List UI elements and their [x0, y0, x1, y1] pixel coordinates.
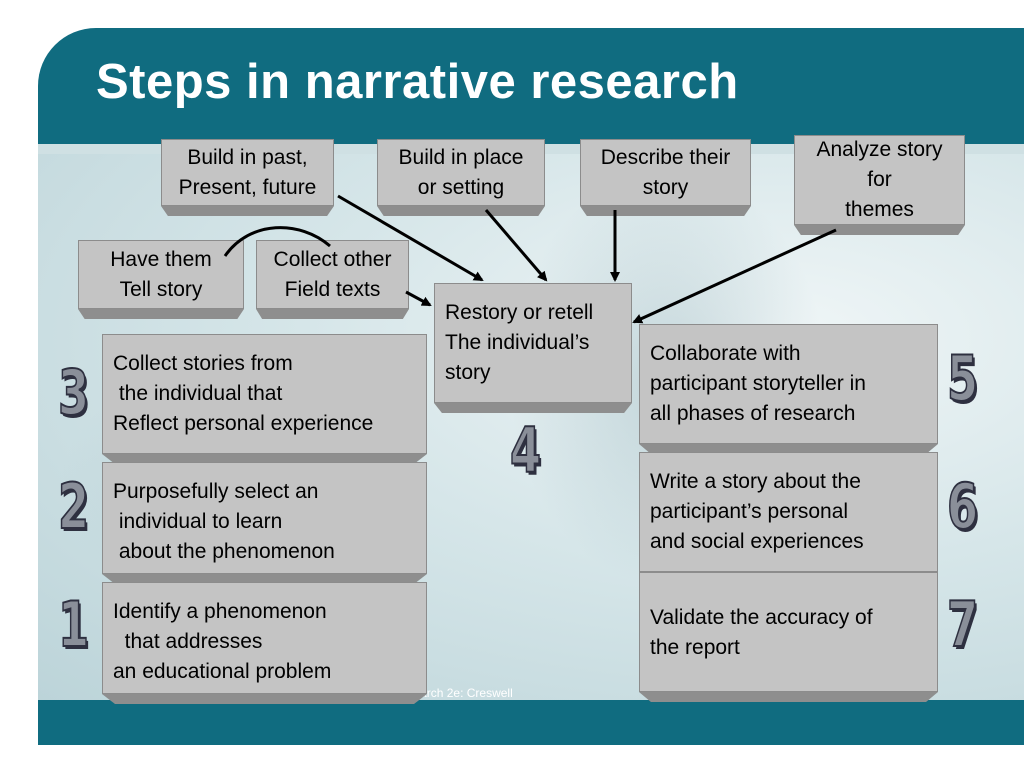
- build-place-box: Build in place or setting: [377, 139, 545, 206]
- step-1-box: Identify a phenomenon that addresses an …: [102, 582, 427, 694]
- step-number-4: 4: [509, 414, 542, 487]
- step-number-1: 1: [57, 588, 90, 661]
- slide-title: Steps in narrative research: [96, 55, 739, 109]
- describe-story-box: Describe their story: [580, 139, 751, 206]
- step-number-3: 3: [57, 356, 90, 429]
- step-number-6: 6: [946, 470, 979, 543]
- step-5-box: Collaborate with participant storyteller…: [639, 324, 938, 444]
- step-6-box: Write a story about the participant’s pe…: [639, 452, 938, 572]
- build-past-box: Build in past, Present, future: [161, 139, 334, 206]
- step-2-box: Purposefully select an individual to lea…: [102, 462, 427, 574]
- step-3-box: Collect stories from the individual that…: [102, 334, 427, 454]
- analyze-story-box: Analyze story for themes: [794, 135, 965, 225]
- restory-box: Restory or retell The individual’s story: [434, 283, 632, 403]
- step-7-box: Validate the accuracy of the report: [639, 572, 938, 692]
- have-them-tell-box: Have them Tell story: [78, 240, 244, 309]
- step-number-2: 2: [57, 470, 90, 543]
- header-bar: Steps in narrative research: [38, 28, 1024, 144]
- footer-bar: [38, 700, 1024, 745]
- step-number-7: 7: [946, 588, 979, 661]
- collect-field-texts-box: Collect other Field texts: [256, 240, 409, 309]
- step-number-5: 5: [946, 342, 979, 415]
